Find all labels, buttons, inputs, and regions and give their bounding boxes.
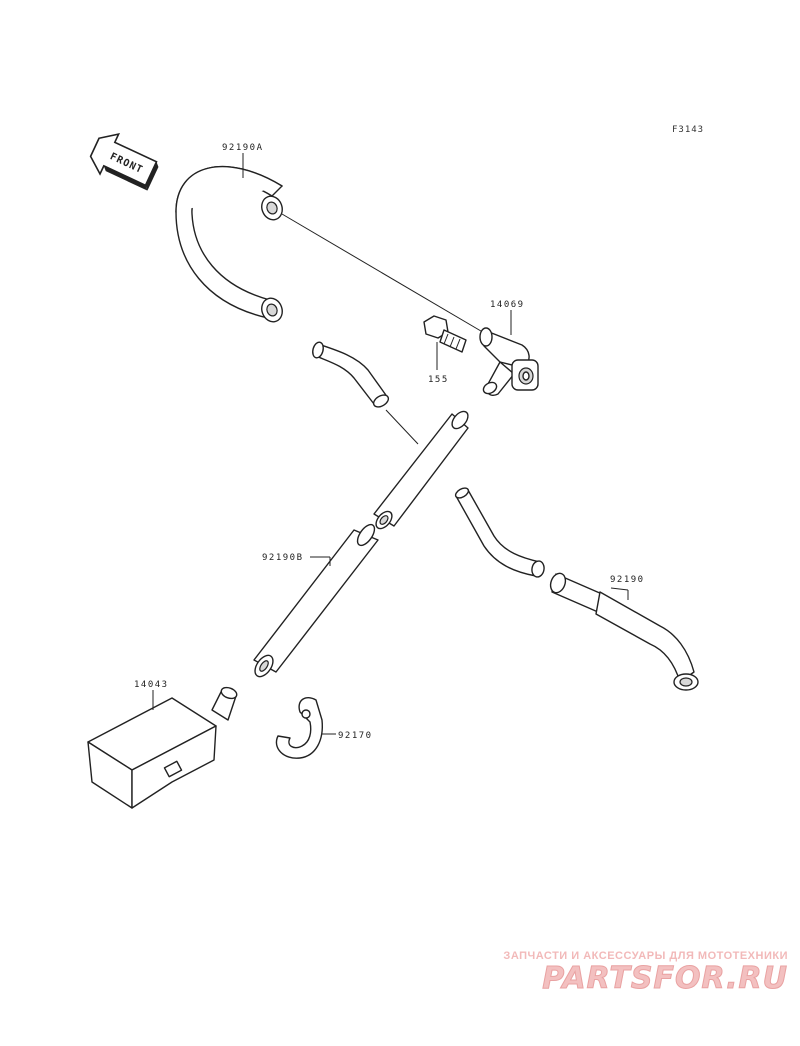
bolt-155: [423, 315, 467, 353]
label-92190a: 92190A: [222, 143, 264, 153]
canister-14043: [87, 686, 238, 809]
hose-lower-bent: [454, 487, 545, 578]
hose-upper-bent: [312, 341, 390, 408]
label-92170: 92170: [338, 731, 373, 741]
watermark-logo: PARTSFOR.RU: [542, 961, 788, 996]
hose-middle-straight: [373, 410, 469, 530]
watermark: ЗАПЧАСТИ И АКСЕССУАРЫ ДЛЯ МОТОТЕХНИКИ PA…: [478, 950, 788, 996]
watermark-tagline: ЗАПЧАСТИ И АКСЕССУАРЫ ДЛЯ МОТОТЕХНИКИ: [503, 950, 788, 962]
label-92190: 92190: [610, 575, 645, 585]
label-92190b: 92190B: [262, 553, 304, 563]
clamp-92170: [275, 696, 323, 759]
label-155: 155: [428, 375, 449, 385]
front-arrow-icon: FRONT: [89, 133, 159, 191]
figure-code: F3143: [672, 125, 704, 135]
fitting-14069: [479, 327, 539, 396]
hose-92190a: [175, 165, 283, 323]
hose-92190b: [253, 523, 379, 678]
hose-92190: [549, 572, 699, 691]
label-14043: 14043: [134, 680, 169, 690]
label-14069: 14069: [490, 300, 525, 310]
